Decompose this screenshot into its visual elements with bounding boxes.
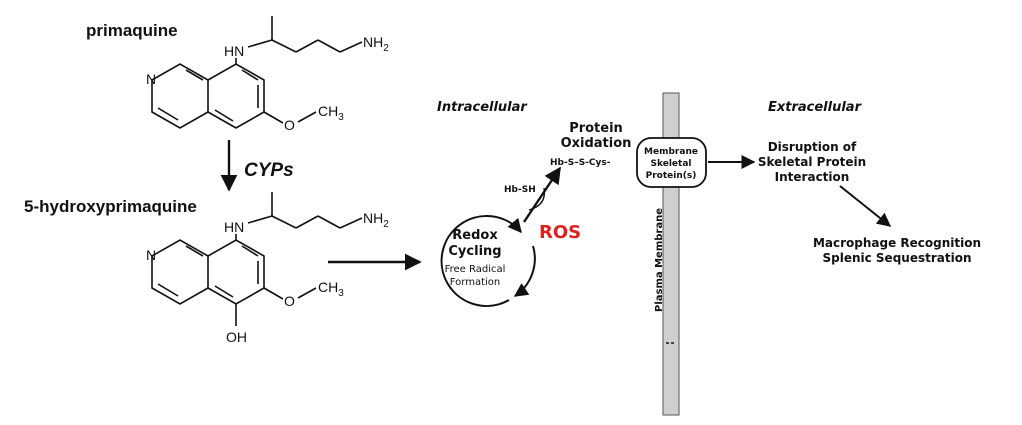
hydroxyprimaquine-terminal-amine: NH2 (363, 210, 389, 230)
primaquine-methoxy-oxygen: O (284, 117, 295, 133)
extracellular-label: Extracellular (768, 100, 863, 115)
primaquine-terminal-amine: NH2 (363, 34, 389, 54)
hbsh-curve (528, 187, 546, 211)
redox-cycle-arrow-lower (513, 245, 536, 297)
membrane-label: Membrane (644, 147, 698, 157)
proteins-label: Protein(s) (646, 171, 697, 181)
hydroxyprimaquine-methoxy-oxygen: O (284, 293, 295, 309)
cycling-label: Cycling (448, 244, 501, 259)
cyp-enzyme-label: CYPs (244, 160, 294, 181)
primaquine-bonds (151, 16, 363, 129)
primaquine-methyl-group: CH3 (318, 103, 344, 123)
disruption-label-line3: Interaction (775, 170, 850, 184)
hydroxyprimaquine-methyl-group: CH3 (318, 279, 344, 299)
redox-cycle-arrow-upper (440, 214, 522, 307)
membrane-skeletal-protein-box (636, 137, 707, 188)
hbsh-label: Hb-SH (504, 185, 536, 195)
protein-oxidation-label-line2: Oxidation (561, 136, 632, 151)
skeletal-label: Skeletal (651, 159, 692, 169)
formation-label: Formation (450, 277, 500, 288)
protein-oxidation-label-line1: Protein (569, 121, 623, 136)
redox-cycle: Redox Cycling Free Radical Formation (440, 214, 536, 307)
ros-label: ROS (539, 222, 581, 243)
disulfide-bond-label: Hb-S–S-Cys- (550, 158, 611, 168)
macrophage-arrow (839, 185, 892, 227)
primaquine-structure: primaquine N HN NH2 O C (86, 16, 389, 133)
redox-label: Redox (452, 228, 498, 243)
hydroxyprimaquine-amine-label: HN (224, 219, 244, 235)
hydroxyprimaquine-bonds (151, 192, 363, 326)
hydroxyprimaquine-structure: 5-hydroxyprimaquine N HN NH2 O CH3 OH (24, 192, 389, 345)
disruption-label-line1: Disruption of (768, 140, 857, 154)
hydroxyprimaquine-name: 5-hydroxyprimaquine (24, 197, 197, 216)
macrophage-recognition-label: Macrophage Recognition (813, 236, 981, 250)
ros-arrow (523, 166, 561, 223)
intracellular-label: Intracellular (437, 100, 528, 115)
hydroxyprimaquine-ring-nitrogen: N (146, 247, 156, 263)
hydroxyl-group-label: OH (226, 329, 247, 345)
disruption-label-line2: Skeletal Protein (758, 155, 866, 169)
primaquine-name: primaquine (86, 21, 178, 40)
free-radical-label: Free Radical (445, 264, 506, 275)
splenic-sequestration-label: Splenic Sequestration (822, 251, 971, 265)
primaquine-ring-nitrogen: N (146, 71, 156, 87)
primaquine-amine-label: HN (224, 43, 244, 59)
plasma-membrane-label: Plasma Membrane (654, 208, 665, 312)
